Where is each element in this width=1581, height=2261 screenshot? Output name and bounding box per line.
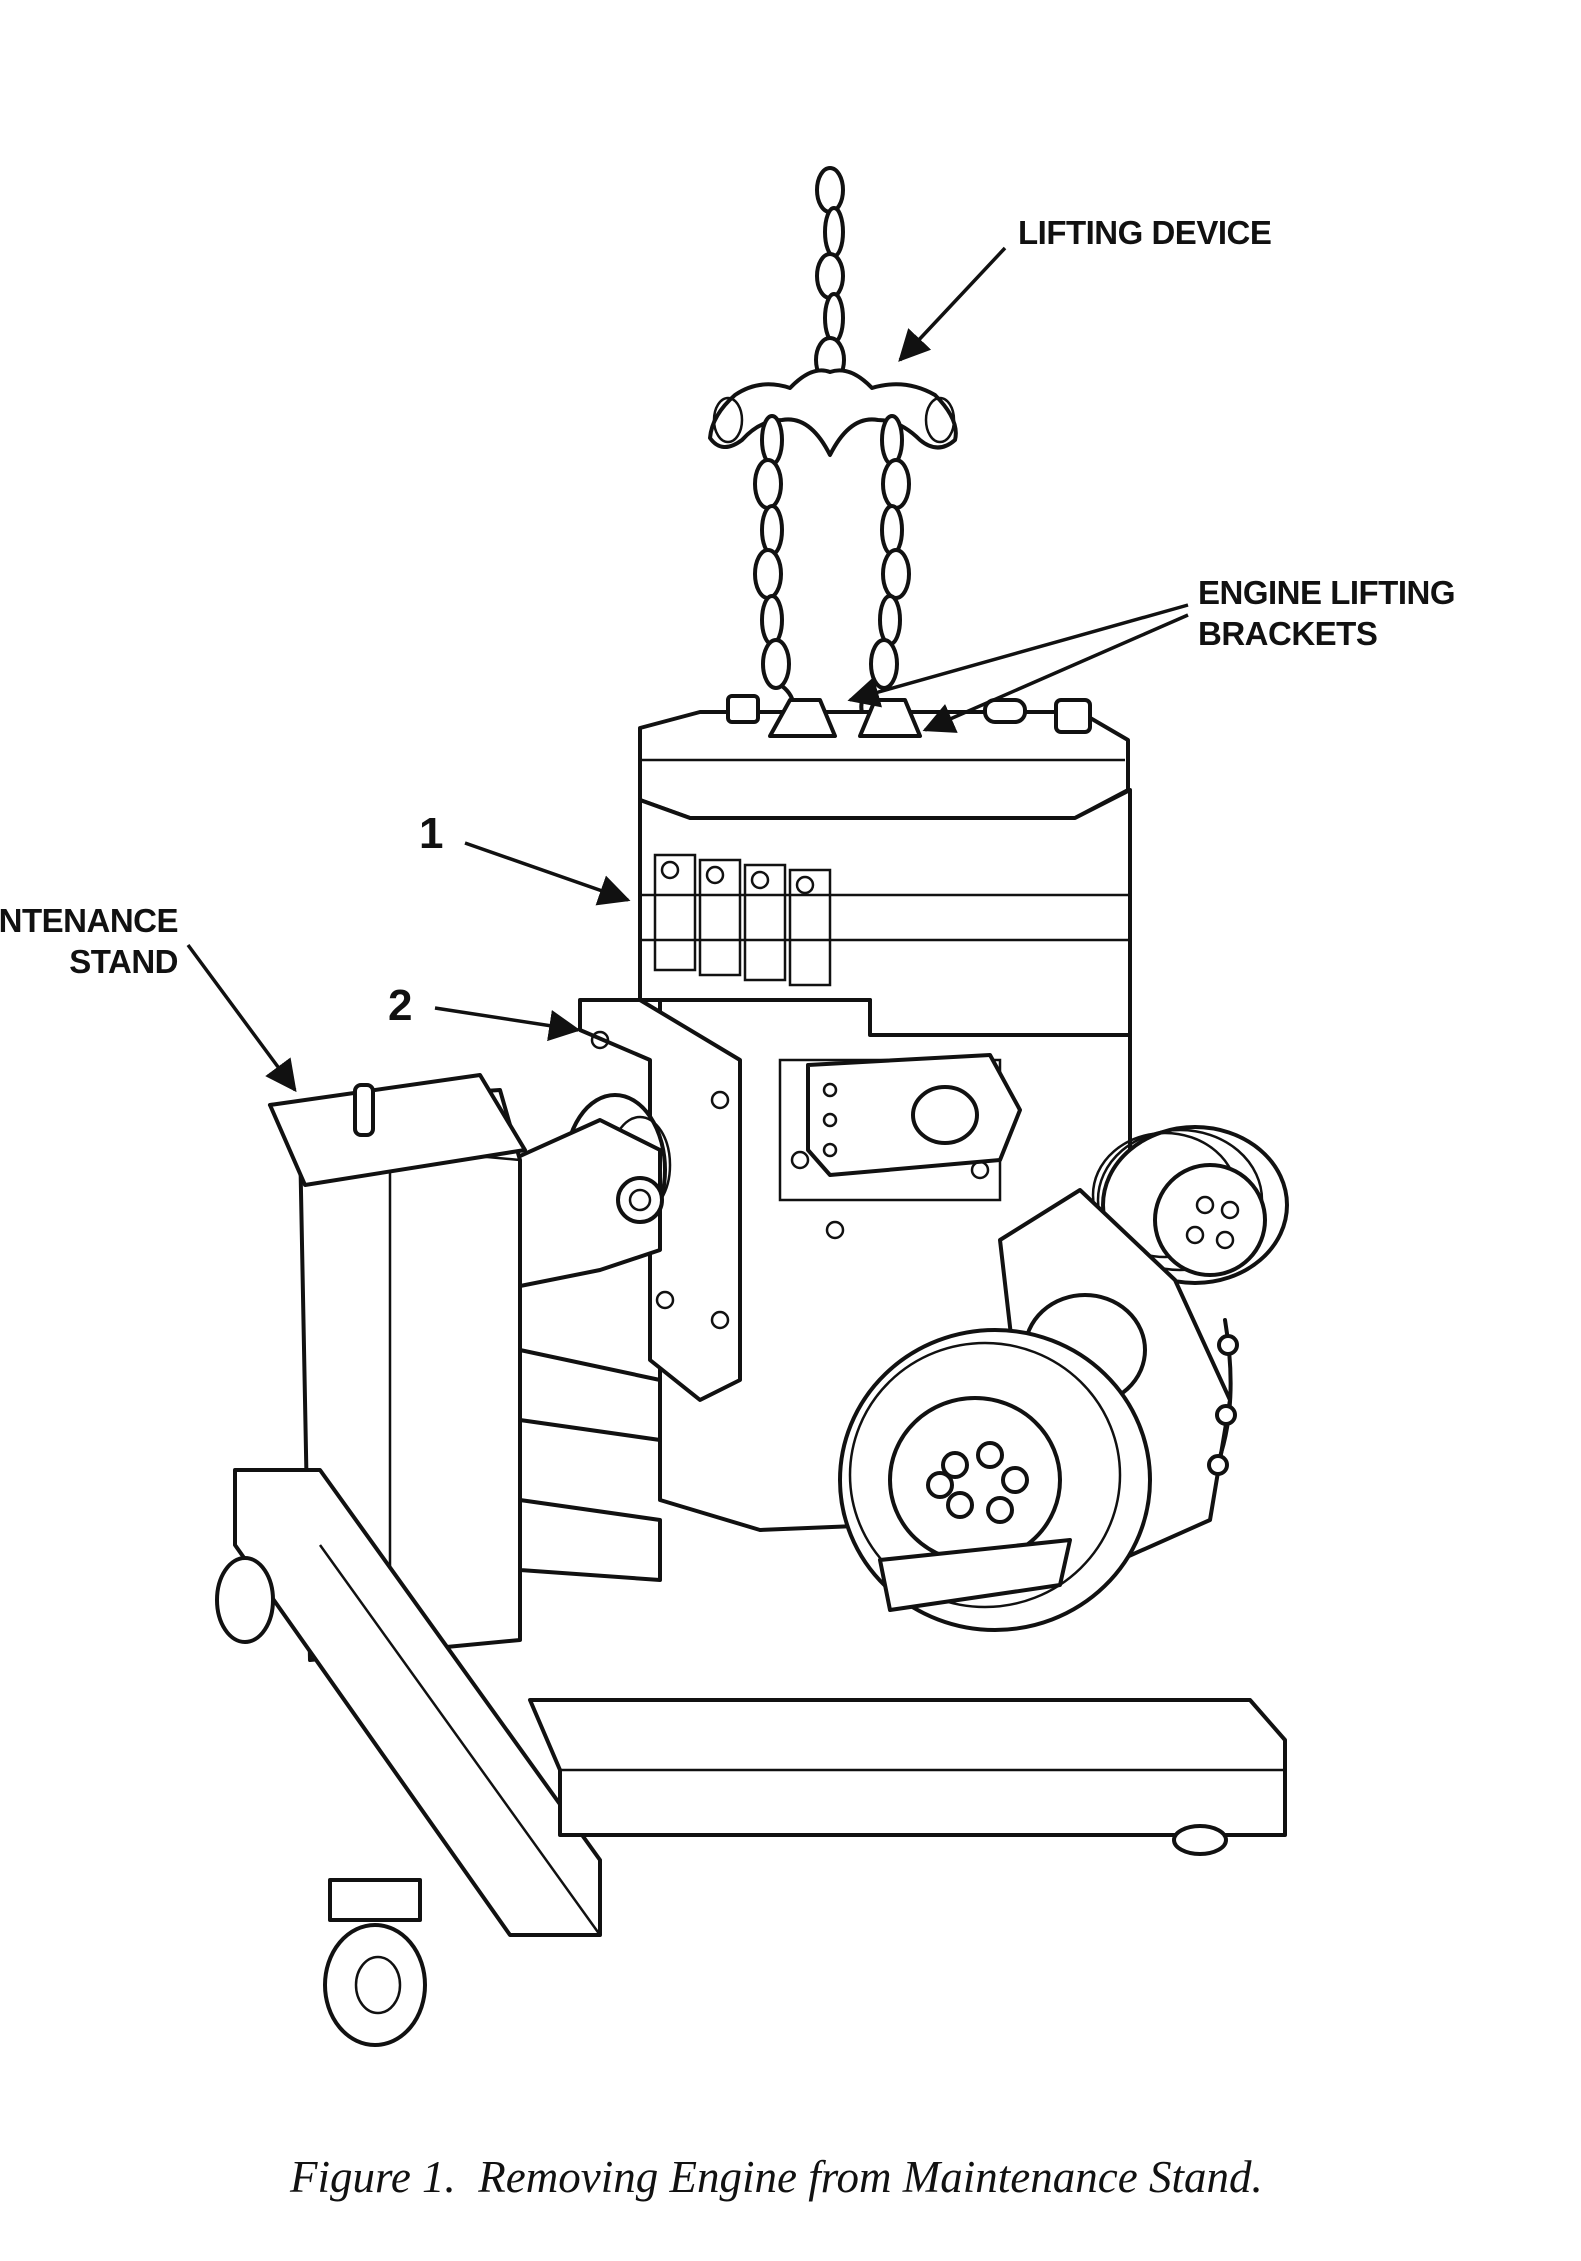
callout-engine-lifting-brackets: ENGINE LIFTING BRACKETS — [847, 574, 1456, 733]
svg-text:1: 1 — [419, 809, 443, 858]
svg-text:STAND: STAND — [69, 943, 178, 980]
svg-text:2: 2 — [388, 981, 412, 1030]
callout-lifting-device: LIFTING DEVICE — [898, 214, 1272, 362]
engine-drawing — [638, 694, 1289, 1632]
svg-text:ENGINE LIFTING: ENGINE LIFTING — [1198, 574, 1455, 611]
svg-text:AINTENANCE: AINTENANCE — [0, 902, 178, 939]
lifting-device-drawing — [708, 166, 958, 733]
callout-item-2: 2 — [388, 981, 581, 1042]
figure-caption: Figure 1. Removing Engine from Maintenan… — [289, 2152, 1263, 2202]
svg-text:BRACKETS: BRACKETS — [1198, 615, 1377, 652]
maintenance-stand-drawing — [215, 998, 1287, 2047]
callout-item-1: 1 — [419, 809, 631, 906]
svg-text:LIFTING DEVICE: LIFTING DEVICE — [1018, 214, 1271, 251]
callout-maintenance-stand: AINTENANCE STAND — [0, 902, 297, 1093]
